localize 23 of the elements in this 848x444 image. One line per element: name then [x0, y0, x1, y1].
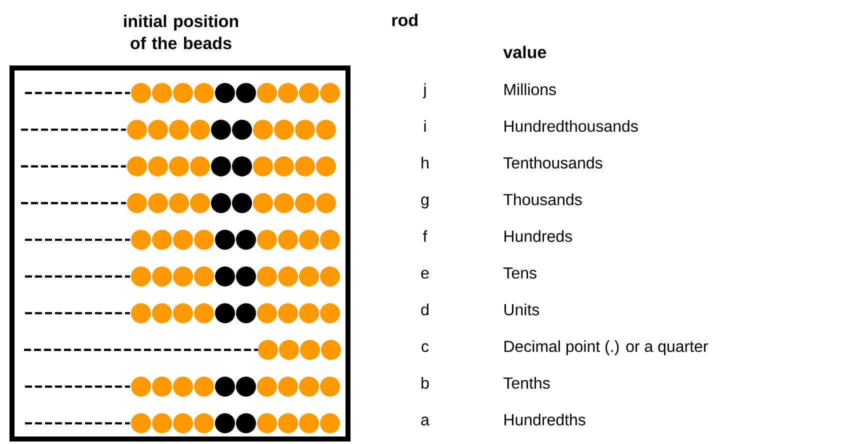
place-value: Tens: [504, 267, 536, 279]
place-value: Units: [504, 304, 540, 316]
column-heading: initial position of the beads: [124, 14, 238, 50]
rod-letter: j: [422, 83, 426, 98]
rod-letter: a: [421, 416, 430, 426]
rod-letter: g: [421, 196, 428, 208]
rod-letter: f: [423, 230, 428, 242]
column-heading: rod: [392, 14, 418, 26]
place-value: Hundredths: [504, 414, 586, 426]
rod-letter: e: [421, 270, 429, 279]
rod-letter: i: [424, 120, 426, 132]
place-value: Tenthousands: [504, 156, 602, 169]
rod-letter: d: [421, 304, 428, 316]
place-value: Thousands: [504, 194, 582, 206]
rod-letter: b: [422, 377, 429, 389]
place-value: Millions: [504, 83, 556, 96]
place-value: Decimal point (.) or a quarter: [504, 340, 708, 356]
column-heading: value: [503, 46, 546, 58]
place-value: Hundredthousands: [504, 120, 638, 132]
rod-letter: h: [422, 156, 428, 168]
place-value: Tenths: [504, 377, 550, 389]
rod-letter: c: [422, 343, 429, 352]
place-value: Hundreds: [504, 230, 572, 242]
